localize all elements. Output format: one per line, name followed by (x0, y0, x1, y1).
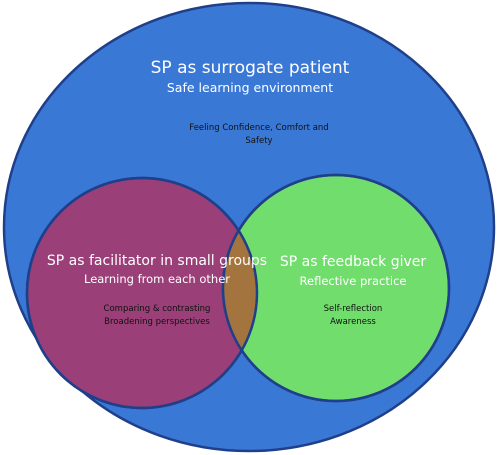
left-title: SP as facilitator in small groups (47, 253, 267, 269)
right-detail-1: Self-reflection (324, 304, 383, 314)
outer-detail-1: Feeling Confidence, Comfort and (189, 123, 328, 133)
outer-detail-2: Safety (245, 136, 272, 146)
left-detail-1: Comparing & contrasting (104, 304, 211, 314)
right-detail-2: Awareness (330, 317, 376, 327)
right-circle-outline (221, 173, 451, 403)
left-detail-2: Broadening perspectives (104, 317, 210, 327)
outer-title: SP as surrogate patient (151, 58, 350, 78)
left-circle-outline (25, 176, 259, 410)
left-subtitle: Learning from each other (84, 272, 230, 286)
right-subtitle: Reflective practice (300, 274, 407, 288)
outer-subtitle: Safe learning environment (167, 80, 333, 95)
right-title: SP as feedback giver (280, 254, 427, 270)
